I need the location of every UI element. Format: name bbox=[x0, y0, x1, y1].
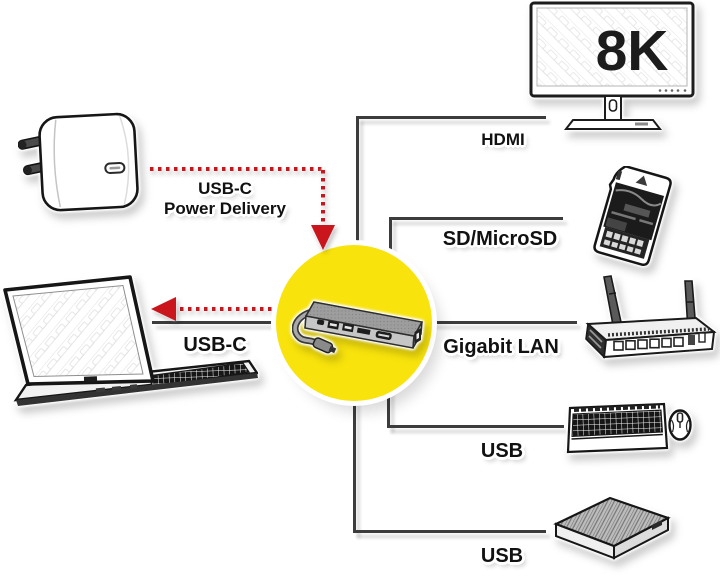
connection-line-sd-v bbox=[389, 217, 392, 272]
connection-line-hdmi-v bbox=[356, 116, 359, 256]
connection-line-laptop-h bbox=[152, 321, 282, 324]
connection-line-usb-keyboard-v bbox=[387, 378, 390, 428]
power-delivery-dotted-line-v bbox=[321, 170, 325, 226]
laptop-side-ports bbox=[95, 384, 138, 393]
gigabit-lan-label: Gigabit LAN bbox=[443, 336, 559, 358]
drive-usb-port bbox=[652, 520, 662, 530]
laptop-arrow-icon bbox=[151, 297, 176, 321]
sd-microsd-label: SD/MicroSD bbox=[442, 228, 558, 250]
monitor-8k-icon: 8K bbox=[529, 1, 695, 130]
usb-c-connector bbox=[312, 337, 337, 354]
power-delivery-arrow-icon bbox=[311, 225, 335, 250]
router-ports bbox=[613, 336, 684, 351]
connection-line-usb-drive-h bbox=[353, 530, 546, 533]
laptop-icon bbox=[3, 275, 258, 406]
hard-drive-icon bbox=[553, 496, 671, 560]
power-delivery-label-line2: Power Delivery bbox=[164, 199, 286, 219]
power-delivery-label-line1: USB-C bbox=[198, 179, 252, 198]
monitor-screen-label: 8K bbox=[596, 19, 669, 83]
usb-drive-label: USB bbox=[480, 545, 524, 567]
keyboard-mouse-icon bbox=[566, 402, 692, 454]
router-icon bbox=[585, 275, 717, 359]
power-adapter-icon bbox=[18, 112, 139, 212]
usb-c-dock-icon bbox=[292, 301, 424, 354]
connection-line-usb-keyboard-h bbox=[387, 425, 564, 428]
connection-line-sd-h bbox=[389, 217, 563, 220]
connection-line-usb-drive-v bbox=[353, 394, 356, 533]
connection-line-hdmi-h bbox=[356, 116, 546, 119]
usb-keyboard-label: USB bbox=[480, 440, 524, 462]
sd-card-icon bbox=[593, 166, 672, 267]
monitor-buttons bbox=[658, 89, 687, 92]
mouse bbox=[668, 409, 692, 441]
connection-line-lan-h bbox=[424, 321, 577, 324]
usb-c-laptop-label: USB-C bbox=[183, 334, 247, 356]
laptop-dotted-line bbox=[172, 307, 280, 311]
power-delivery-dotted-line-h bbox=[150, 167, 325, 171]
hdmi-label: HDMI bbox=[481, 130, 525, 149]
power-delivery-label: USB-C Power Delivery bbox=[125, 179, 325, 220]
dock-ports bbox=[316, 319, 392, 340]
